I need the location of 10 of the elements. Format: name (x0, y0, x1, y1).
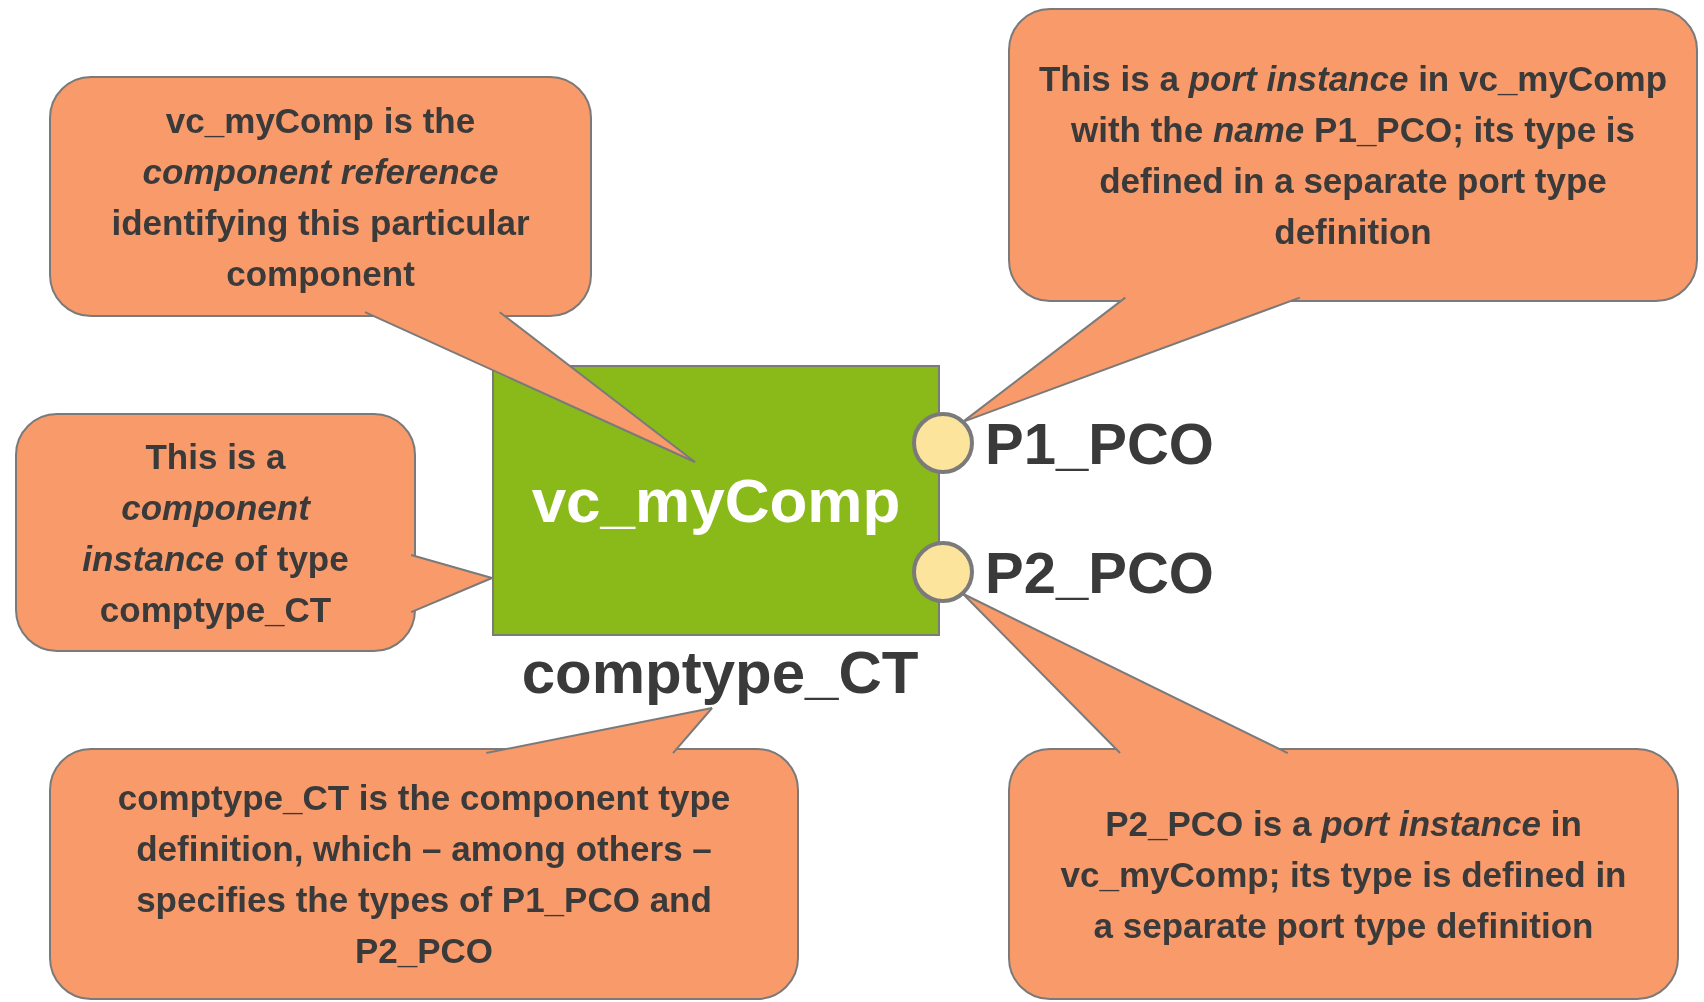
port-label: P2_PCO (985, 538, 1214, 606)
type-label: comptype_CT (500, 636, 940, 708)
speech-bubble (15, 413, 416, 652)
callout-text: comptype_CT is the component type definition, which – among others – specifies the types of P1_PCO and P2_PCO (116, 777, 732, 972)
component-name: vc_myComp (531, 465, 901, 536)
callout-text: P2_PCO is a port instance in vc_myComp; its type is defined in a separate port type definition (1059, 802, 1628, 947)
callout-text: vc_myComp is the component reference identifying this particular component (110, 99, 531, 295)
port-label: P1_PCO (985, 409, 1214, 477)
callout-text: This is a component instance of type comptype_CT (81, 435, 350, 631)
callout-text: This is a port instance in vc_myComp with the name P1_PCO; its type is defined in a separate port type definition (1037, 58, 1669, 253)
